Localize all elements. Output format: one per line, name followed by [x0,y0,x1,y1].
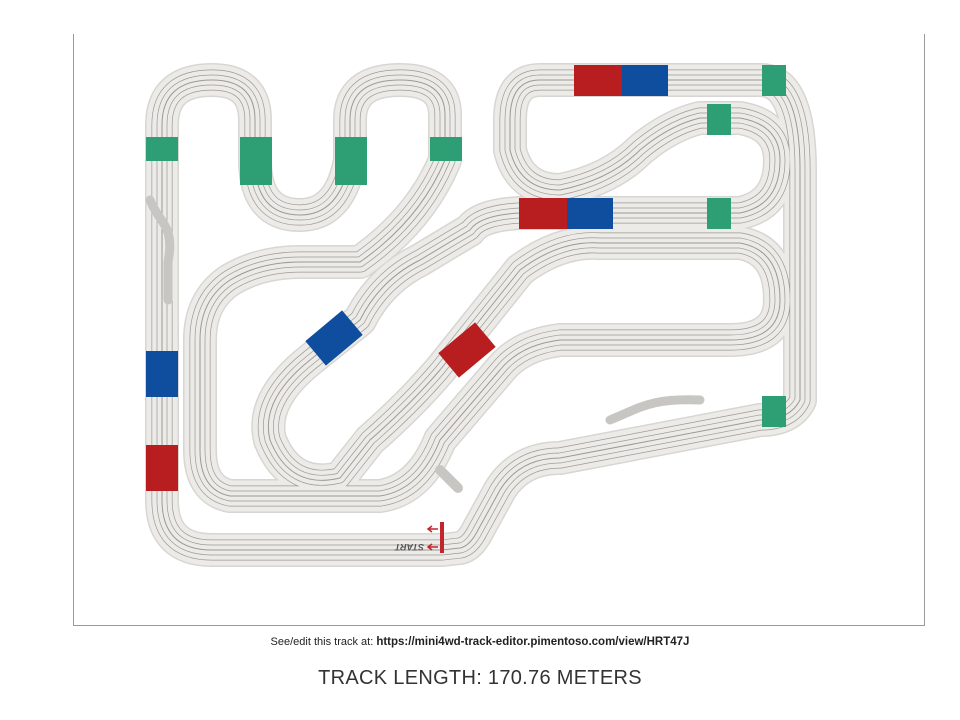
lane-change-right [605,395,705,425]
green-section [762,65,786,96]
start-marker: START [393,522,444,553]
edit-link-line: See/edit this track at: https://mini4wd-… [0,636,960,648]
lane-change-center [435,465,463,493]
red-section [574,65,622,96]
green-section [707,198,731,229]
edit-link-url[interactable]: https://mini4wd-track-editor.pimentoso.c… [376,636,690,648]
start-label: START [393,542,424,552]
start-arrow-icon [426,543,438,551]
lane-change-left [145,195,175,305]
blue-section [305,310,363,366]
green-section [335,137,367,185]
track-length-label: TRACK LENGTH: 170.76 METERS [318,667,642,689]
green-section [707,104,731,135]
green-section [146,137,178,161]
red-section [146,445,178,491]
blue-section [567,198,613,229]
edit-link-prefix: See/edit this track at: [270,636,374,648]
green-section [762,396,786,427]
green-section [430,137,462,161]
red-section [438,322,496,378]
lane-change-pieces [145,195,705,493]
blue-section [622,65,668,96]
start-arrow-icon [426,525,438,533]
red-section [519,198,567,229]
blue-section [146,351,178,397]
track-sections [146,65,786,491]
green-section [240,137,272,185]
track-layout-diagram: START [0,0,960,640]
start-line [440,522,444,553]
